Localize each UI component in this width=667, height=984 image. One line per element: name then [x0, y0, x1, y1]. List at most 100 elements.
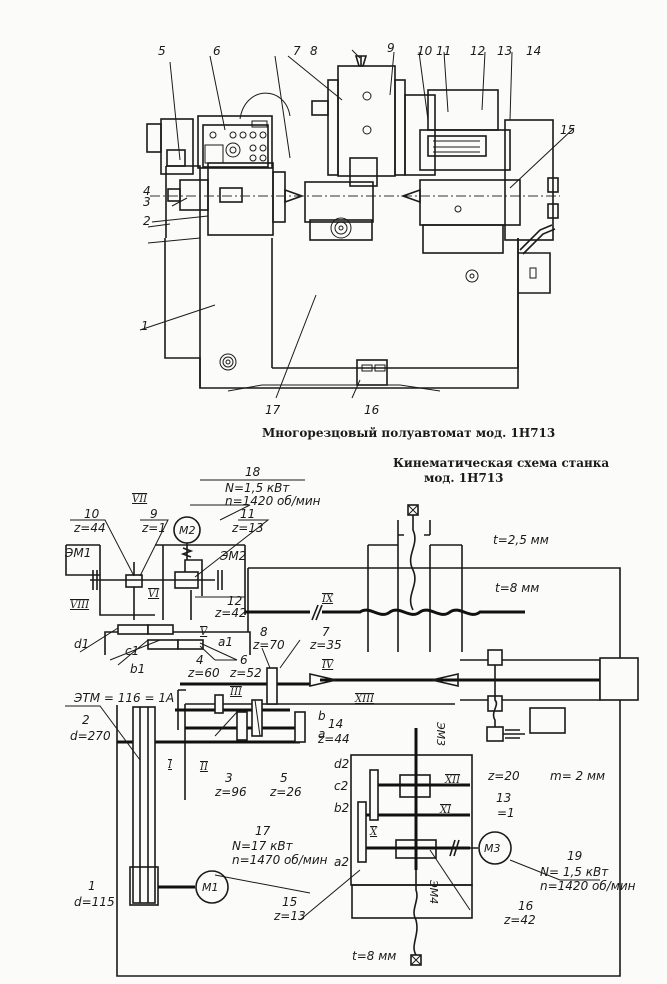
gear-13-ref: 13: [496, 791, 511, 805]
m2-speed: n=1420 об/мин: [225, 494, 321, 508]
gear-14-spec: z=44: [317, 732, 350, 746]
m3-power: N= 1,5 кВт: [540, 865, 609, 879]
label-1: 1: [141, 319, 149, 333]
cg-a1: a1: [218, 635, 233, 649]
gear-12-spec: z=42: [214, 606, 247, 620]
gear-15-ref: 15: [282, 895, 297, 909]
m2-power: N=1,5 кВт: [225, 481, 290, 495]
top-caption: Многорезцовый полуавтомат мод. 1Н713: [262, 426, 555, 440]
handle-9: [354, 55, 368, 67]
motor-m3-symbol: [478, 831, 512, 865]
cg-b2: b2: [334, 801, 349, 815]
label-14: 14: [526, 44, 541, 58]
gear-12-ref: 12: [227, 594, 242, 608]
shaft-xii: XII: [444, 775, 461, 786]
label-16: 16: [364, 403, 380, 417]
pitch-long: t=8 мм: [495, 581, 539, 595]
shaft-x: X: [369, 827, 378, 838]
pedal-unit-16: [356, 359, 388, 386]
gear-16-ref: 16: [518, 899, 534, 913]
label-11: 11: [436, 44, 451, 58]
gear-5-spec: z=26: [269, 785, 302, 799]
gear-6-ref: 6: [240, 653, 248, 667]
shaft-i: I: [167, 760, 173, 771]
m2-ref: 18: [245, 465, 261, 479]
clutch-em4: ЭМ4: [427, 879, 440, 904]
cg-b1: b1: [130, 662, 145, 676]
gear-1-ref: 1: [88, 879, 96, 893]
gear-9-spec: z=1: [141, 521, 166, 535]
rack-module: m= 2 мм: [550, 769, 605, 783]
cg-d2: d2: [334, 757, 349, 771]
gear-6-spec: z=52: [229, 666, 262, 680]
machine-bed: [164, 238, 519, 389]
cg-c2: c2: [334, 779, 348, 793]
label-3: 3: [143, 195, 151, 209]
gear-9-ref: 9: [150, 507, 158, 521]
gear-8-spec: z=70: [252, 638, 285, 652]
gear-4-spec: z=60: [187, 666, 220, 680]
gear-4-ref: 4: [196, 653, 204, 667]
gear-13-spec: =1: [497, 806, 515, 820]
m1-power: N=17 кВт: [232, 839, 294, 853]
pitch-apron: t=8 мм: [352, 949, 396, 963]
shaft-iii: III: [229, 687, 243, 698]
pinion-spec: z=20: [487, 769, 520, 783]
top-slide: [337, 65, 396, 177]
longitudinal-screw: [322, 608, 525, 616]
gear-11-ref: 11: [240, 507, 255, 521]
headstock-housing: [165, 165, 201, 238]
shaft-viii: VIII: [70, 600, 90, 611]
gear-7-spec: z=35: [309, 638, 342, 652]
scheme-labels: 18 N=1,5 кВт n=1420 об/мин M2 10 z=44 9 …: [64, 465, 636, 963]
label-4: 4: [143, 184, 151, 198]
label-13: 13: [497, 44, 512, 58]
gear-7-ref: 7: [322, 625, 330, 639]
gear-10-ref: 10: [84, 507, 100, 521]
label-2: 2: [143, 214, 151, 228]
scheme-caption-line1: Кинематическая схема станка: [393, 456, 609, 470]
shaft-vi: VI: [148, 589, 160, 600]
cg-a2: a2: [334, 855, 349, 869]
pitch-cross: t=2,5 мм: [493, 533, 549, 547]
shaft-ii: II: [199, 762, 209, 773]
m1-id: M1: [202, 881, 219, 894]
shaft-v: V: [200, 627, 209, 638]
headstock: [207, 162, 274, 236]
label-12: 12: [470, 44, 485, 58]
label-17: 17: [265, 403, 281, 417]
shaft-ix: IX: [321, 594, 334, 605]
gear-3-spec: z=96: [214, 785, 247, 799]
m3-ref: 19: [567, 849, 582, 863]
clutch-em3: ЭМ3: [434, 721, 447, 746]
label-6: 6: [213, 44, 221, 58]
kinematic-scheme: [65, 479, 639, 977]
m1-speed: n=1470 об/мин: [232, 853, 328, 867]
gear-15-spec: z=13: [273, 909, 306, 923]
m2-id: M2: [179, 524, 196, 537]
clutch-note: ЭТМ = 116 = 1А: [73, 691, 174, 705]
shaft-xiii: XIII: [354, 694, 375, 705]
gear-5-ref: 5: [280, 771, 288, 785]
label-9: 9: [387, 41, 395, 55]
label-10: 10: [417, 44, 433, 58]
cg-d1: d1: [74, 637, 89, 651]
label-5: 5: [158, 44, 166, 58]
cross-screw: [409, 510, 416, 611]
control-panel: [197, 115, 273, 169]
scheme-caption-line2: мод. 1Н713: [424, 471, 504, 485]
gear-11-spec: z=13: [231, 521, 264, 535]
belt-drive: [132, 706, 156, 904]
shaft-xi: XI: [439, 805, 452, 816]
m3-id: M3: [484, 842, 501, 855]
label-8: 8: [310, 44, 318, 58]
label-15: 15: [560, 123, 575, 137]
carriage: [304, 181, 374, 223]
part-labels: 1 2 3 4 5 6 7 8 9 10 11 12 13 14 15 16 1…: [141, 41, 575, 440]
frame: [116, 688, 621, 977]
gear-10-spec: z=44: [73, 521, 106, 535]
shaft-vii: VII: [132, 494, 148, 505]
shaft-iv: IV: [321, 660, 335, 671]
gear-14-ref: 14: [328, 717, 343, 731]
